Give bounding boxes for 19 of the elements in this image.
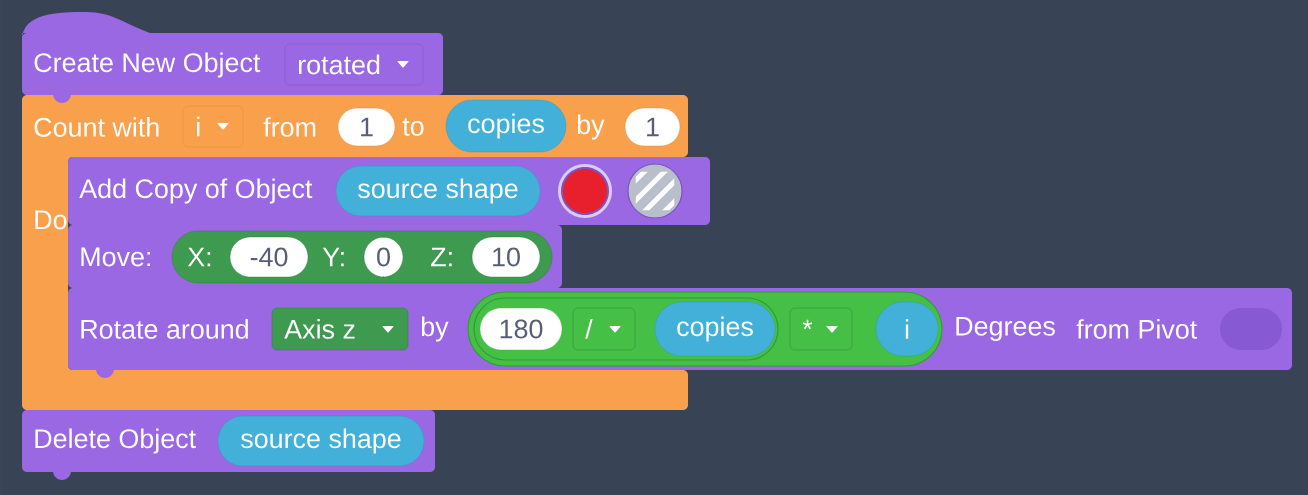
input-field: 1: [624, 107, 681, 147]
block-label: by: [577, 114, 605, 140]
input-field: 10: [471, 236, 541, 278]
block-label: Add Copy of Object: [79, 178, 313, 204]
dropdown-menu: i: [182, 105, 244, 148]
input-field: 0: [363, 236, 404, 278]
block-label: Count with: [34, 117, 159, 137]
block-label: to: [402, 118, 424, 136]
color-swatch: [627, 163, 683, 219]
input-field: copies: [445, 99, 567, 153]
block-label: Z:: [431, 247, 452, 267]
block-label: Move:: [81, 247, 150, 267]
color-swatch: [558, 164, 612, 218]
block-label: Do: [35, 210, 67, 230]
block-label: X:: [187, 247, 211, 267]
block-label: from: [263, 117, 316, 137]
block-label: Y:: [322, 247, 344, 267]
input-field: source shape: [335, 165, 541, 217]
input-field: 1: [337, 107, 396, 147]
